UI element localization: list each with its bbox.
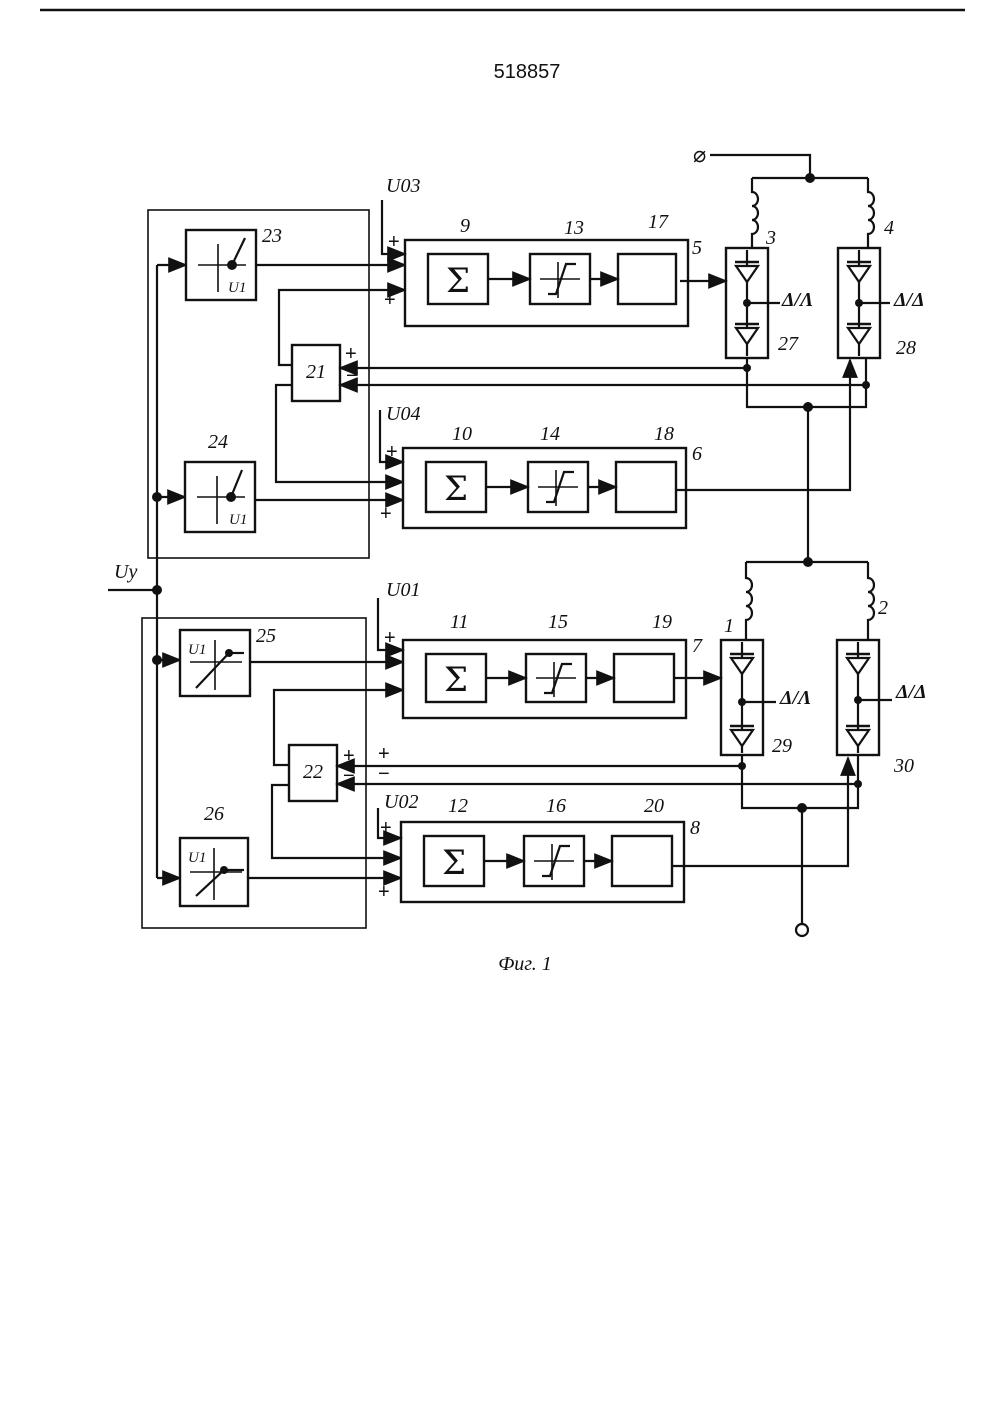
u02-label: U02: [384, 791, 418, 813]
svg-text:+: +: [343, 745, 355, 767]
channel-5: Σ 9 13 17 5: [405, 211, 702, 326]
svg-text:−: −: [378, 763, 390, 785]
svg-text:9: 9: [460, 215, 470, 237]
svg-text:23: 23: [262, 225, 282, 247]
bottom-terminal: [796, 924, 808, 936]
u01-label: U01: [386, 579, 420, 601]
function-block-25: U1 25: [180, 625, 276, 696]
svg-text:+: +: [380, 503, 392, 525]
svg-text:11: 11: [450, 611, 469, 633]
thyristor-unit-30: Δ/Δ 30: [837, 640, 927, 777]
svg-text:22: 22: [303, 761, 323, 783]
svg-text:24: 24: [208, 431, 228, 453]
svg-text:U1: U1: [188, 850, 206, 866]
function-block-26: U1 26: [180, 803, 248, 906]
thyristor-unit-29: Δ/Λ 29: [721, 640, 811, 757]
u03-label: U03: [386, 175, 420, 197]
u04-label: U04: [386, 403, 420, 425]
uy-label: Uу: [114, 561, 137, 583]
svg-text:Σ: Σ: [446, 261, 470, 301]
svg-text:16: 16: [546, 795, 566, 817]
svg-text:13: 13: [564, 217, 584, 239]
svg-text:7: 7: [692, 635, 703, 657]
svg-text:27: 27: [778, 333, 799, 355]
thyristor-unit-28: Δ/Δ 28: [838, 248, 925, 359]
svg-text:Δ/Δ: Δ/Δ: [893, 289, 925, 311]
svg-text:+: +: [386, 441, 398, 463]
function-block-24: U1 24: [185, 431, 255, 532]
svg-text:26: 26: [204, 803, 224, 825]
svg-text:U1: U1: [188, 642, 206, 658]
svg-text:+: +: [345, 343, 357, 365]
comparator-21: 21: [292, 345, 340, 401]
svg-text:Σ: Σ: [444, 660, 468, 700]
svg-text:8: 8: [690, 817, 700, 839]
svg-text:+: +: [380, 817, 392, 839]
comparator-22: 22: [289, 745, 337, 801]
svg-text:28: 28: [896, 337, 916, 359]
svg-text:10: 10: [452, 423, 472, 445]
channel-7: Σ 11 15 19 7: [403, 611, 703, 718]
svg-text:+: +: [384, 289, 396, 311]
svg-text:1: 1: [724, 615, 734, 637]
svg-text:Δ/Λ: Δ/Λ: [781, 289, 813, 311]
svg-text:+: +: [388, 231, 400, 253]
svg-text:Δ/Δ: Δ/Δ: [895, 681, 927, 703]
svg-text:18: 18: [654, 423, 674, 445]
svg-text:12: 12: [448, 795, 468, 817]
svg-text:14: 14: [540, 423, 560, 445]
svg-text:17: 17: [648, 211, 669, 233]
svg-text:25: 25: [256, 625, 276, 647]
svg-text:Σ: Σ: [442, 843, 466, 883]
svg-text:29: 29: [772, 735, 792, 757]
figure-caption: Фиг. 1: [498, 953, 552, 975]
svg-text:30: 30: [893, 755, 914, 777]
svg-text:15: 15: [548, 611, 568, 633]
top-terminal-symbol: ⌀: [693, 142, 706, 167]
svg-text:U1: U1: [229, 512, 247, 528]
thyristor-unit-27: Δ/Λ 27: [726, 248, 813, 358]
svg-text:4: 4: [884, 217, 894, 239]
svg-text:6: 6: [692, 443, 702, 465]
svg-text:20: 20: [644, 795, 664, 817]
svg-text:2: 2: [878, 597, 888, 619]
function-block-23: U1 23: [186, 225, 282, 300]
svg-text:+: +: [384, 627, 396, 649]
patent-number: 518857: [494, 61, 561, 83]
svg-text:+: +: [378, 881, 390, 903]
svg-text:Δ/Λ: Δ/Λ: [779, 687, 811, 709]
svg-text:21: 21: [306, 361, 326, 383]
channel-6: Σ 10 14 18 6: [403, 423, 702, 528]
svg-text:5: 5: [692, 237, 702, 259]
svg-text:+: +: [378, 743, 390, 765]
svg-text:19: 19: [652, 611, 672, 633]
svg-text:U1: U1: [228, 280, 246, 296]
svg-text:Σ: Σ: [444, 469, 468, 509]
channel-8: Σ 12 16 20 8: [401, 795, 700, 902]
svg-text:3: 3: [765, 227, 776, 249]
